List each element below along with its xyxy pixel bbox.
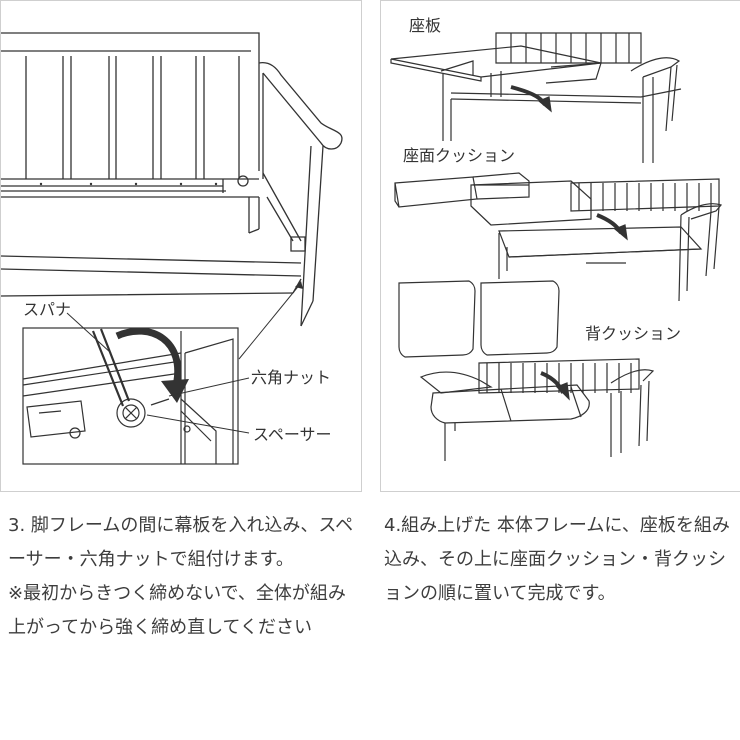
label-spanner: スパナ	[23, 300, 71, 319]
step3-illustration-panel: スパナ 六角ナット スペーサー	[0, 0, 362, 492]
label-hex-nut: 六角ナット	[251, 368, 331, 387]
step4-illustration-panel: 座板 座面クッション 背クッション	[380, 0, 740, 492]
label-seat-board: 座板	[409, 16, 441, 35]
step4-caption: 4.組み上げた 本体フレームに、座板を組み込み、その上に座面クッション・背クッシ…	[384, 509, 734, 611]
step4-instruction: 4.組み上げた 本体フレームに、座板を組み込み、その上に座面クッション・背クッシ…	[384, 515, 730, 604]
detail-inset	[22, 327, 239, 465]
step3-instruction: 3. 脚フレームの間に幕板を入れ込み、スペーサー・六角ナットで組付けます。	[8, 515, 354, 570]
label-spacer: スペーサー	[253, 425, 332, 444]
step3-drawing: スパナ 六角ナット スペーサー	[1, 32, 343, 465]
label-seat-cushion: 座面クッション	[403, 146, 515, 165]
label-back-cushion: 背クッション	[585, 324, 681, 343]
step4-drawing: 座板 座面クッション 背クッション	[390, 16, 723, 461]
step3-caption: 3. 脚フレームの間に幕板を入れ込み、スペーサー・六角ナットで組付けます。 ※最…	[8, 509, 358, 645]
step3-note: ※最初からきつく締めないで、全体が組み上がってから強く締め直してください	[8, 583, 346, 638]
